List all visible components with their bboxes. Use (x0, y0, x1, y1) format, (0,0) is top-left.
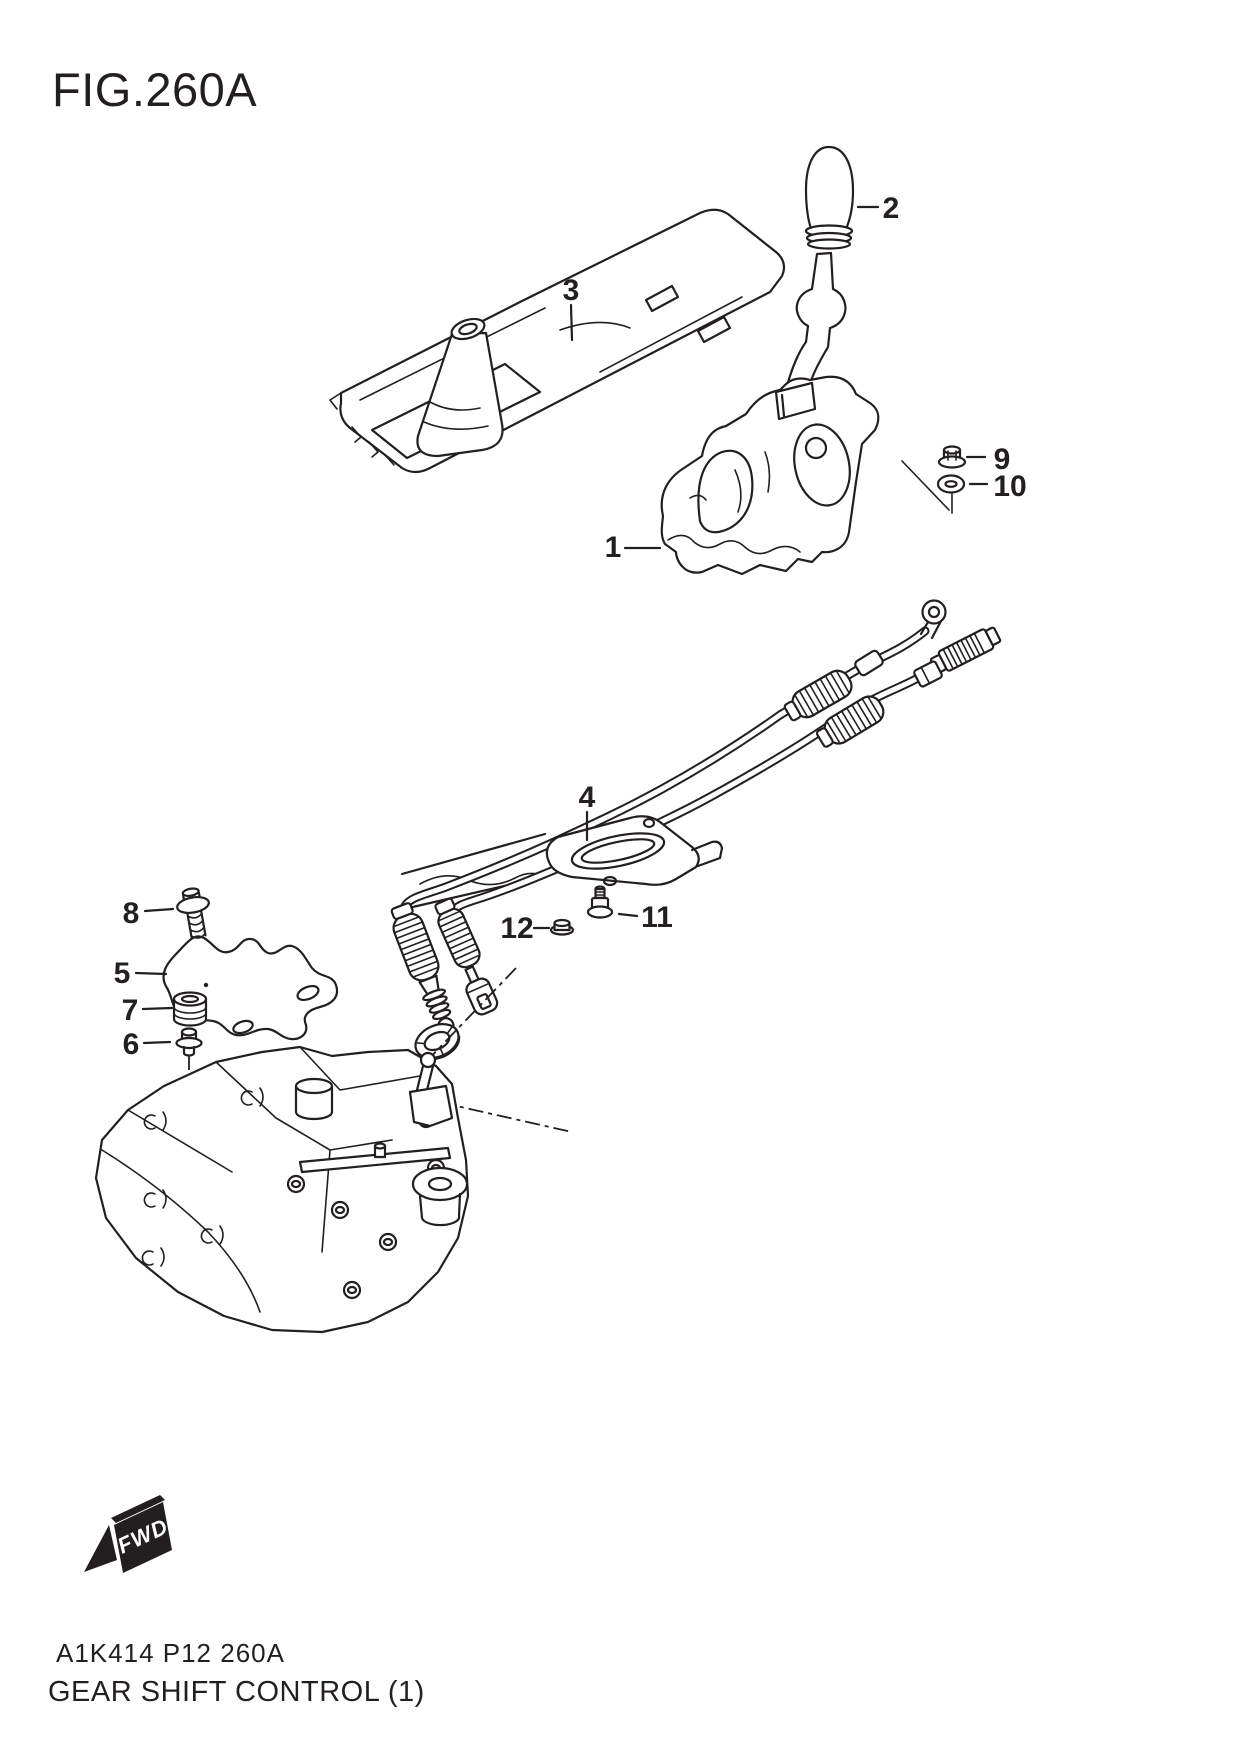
svg-text:11: 11 (641, 901, 673, 934)
shift-cables (399, 599, 1002, 924)
washer (936, 474, 966, 494)
cable-bushing (172, 991, 208, 1027)
callout-11: 11 (617, 901, 673, 934)
cable-end-assemblies (390, 897, 499, 1061)
transmission-case (94, 1045, 470, 1334)
cable-joint-block (913, 660, 943, 688)
cable-grommet (175, 1027, 203, 1057)
cable-boot-d (434, 897, 481, 969)
cable-boot-b (815, 695, 885, 748)
callout-8: 8 (123, 897, 175, 930)
callout-3: 3 (563, 274, 580, 342)
svg-text:5: 5 (114, 957, 131, 990)
svg-text:9: 9 (994, 443, 1011, 476)
callouts: 1 2 3 4 5 6 7 8 (114, 192, 1027, 1061)
shift-knob (804, 145, 855, 250)
part-code: A1K414 P12 260A (56, 1638, 285, 1668)
figure-title: FIG.260A (52, 63, 258, 116)
callout-2: 2 (856, 192, 900, 225)
clamp-bolt (586, 885, 614, 919)
cable-sleeve (854, 649, 884, 677)
svg-text:3: 3 (563, 274, 580, 307)
callout-9: 9 (965, 443, 1011, 476)
shift-lever (784, 251, 847, 396)
cable-bracket (545, 815, 724, 887)
callout-4: 4 (579, 781, 596, 842)
cable-end-paddle (464, 965, 499, 1016)
console-boot-panel (329, 208, 786, 474)
callout-6: 6 (123, 1028, 172, 1061)
callout-7: 7 (122, 994, 174, 1027)
boot-cone (416, 317, 504, 458)
clamp-nut (549, 918, 575, 936)
fwd-arrow: FWD (84, 1495, 172, 1573)
svg-text:8: 8 (123, 897, 140, 930)
svg-text:12: 12 (500, 912, 533, 945)
callout-10: 10 (968, 470, 1027, 503)
callout-1: 1 (605, 531, 662, 564)
flange-nut (937, 445, 967, 469)
cable-boot-c (390, 902, 440, 982)
callout-5: 5 (114, 957, 168, 990)
svg-text:6: 6 (123, 1028, 140, 1061)
svg-text:2: 2 (883, 192, 900, 225)
svg-text:10: 10 (993, 470, 1026, 503)
cable-eyelet-end (919, 599, 947, 640)
cable-connector-end (929, 626, 1002, 674)
selector-lever (294, 1051, 469, 1227)
svg-text:1: 1 (605, 531, 622, 564)
figure-caption: GEAR SHIFT CONTROL (1) (48, 1676, 425, 1708)
svg-text:4: 4 (579, 781, 596, 814)
callout-12: 12 (500, 912, 551, 945)
cable-boot-a (783, 669, 853, 722)
mount-bolt (176, 887, 210, 939)
svg-text:7: 7 (122, 994, 139, 1027)
shifter-housing (660, 375, 953, 576)
